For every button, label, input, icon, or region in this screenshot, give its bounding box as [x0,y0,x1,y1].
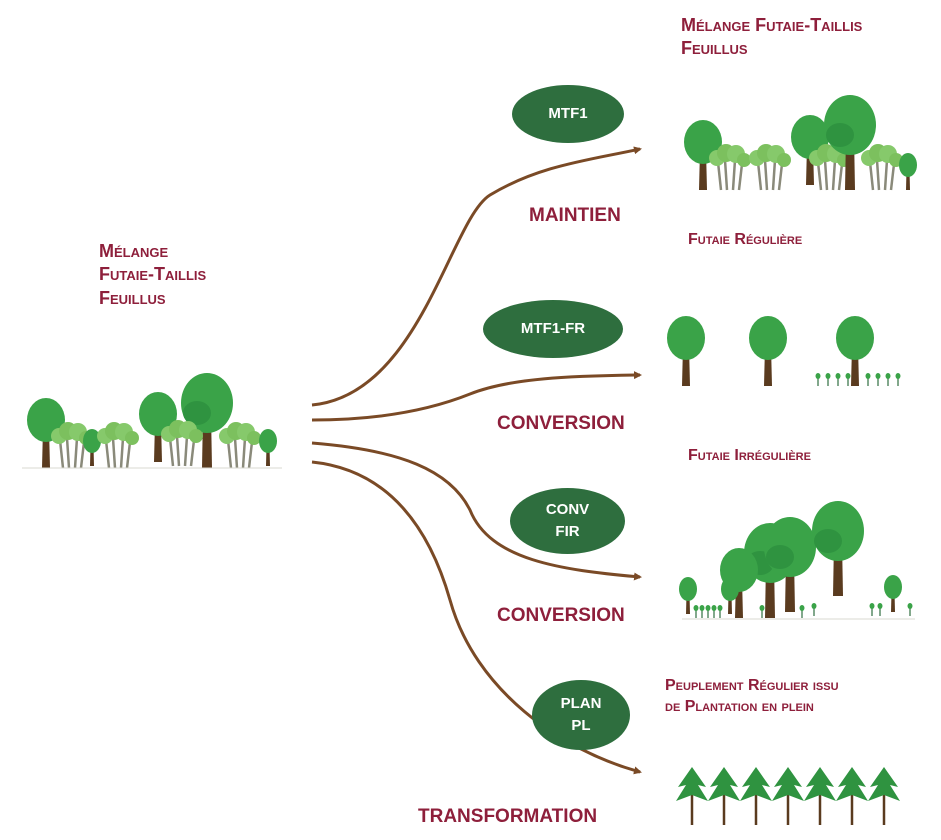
code-pill-mtf1-fr: MTF1-FR [483,300,623,358]
target-label-plantation: Peuplement Régulier issu de Plantation e… [665,676,839,718]
arrow-conversion-fir-icon [311,441,642,581]
target-plantation-trees-icon [674,765,902,827]
target-regular-trees-icon [667,316,902,387]
source-stand-label: Mélange Futaie-Taillis Feuillus [99,240,206,310]
code-pill-text-line-1: PLAN [560,695,602,713]
source-stand-trees-icon [22,373,282,470]
target-label-irregular: Futaie Irrégulière [688,446,811,467]
code-pill-text-line-2: FIR [555,523,580,540]
target-label-line-1: Futaie Régulière [688,231,803,248]
target-label-line-2: Feuillus [681,38,748,59]
code-pill-text-line-2: PL [571,717,591,734]
target-label-line-1: Peuplement Régulier issu [665,677,839,694]
arrow-maintien-icon [311,146,642,407]
source-stand-line-2: Futaie-Taillis [99,264,207,285]
source-stand-line-1: Mélange [99,241,169,261]
target-label-mixed: Mélange Futaie-Taillis Feuillus [681,14,862,61]
action-label-transformation: TRANSFORMATION [418,806,598,827]
target-label-regular: Futaie Régulière [688,230,802,251]
action-label-maintien: MAINTIEN [529,205,621,226]
code-pill-text: MTF1-FR [520,320,586,338]
target-label-line-2: de Plantation en plein [665,697,814,715]
target-irregular-trees-icon [679,501,915,620]
code-pill-conv-fir: CONV FIR [510,488,625,554]
source-stand-line-3: Feuillus [99,287,166,308]
code-pill-text-line-1: CONV [545,501,590,519]
target-label-line-1: Futaie Irrégulière [688,447,811,464]
arrow-group [311,146,642,775]
target-label-line-1: Mélange Futaie-Taillis [681,15,863,35]
code-pill-plan-pl: PLAN PL [532,680,630,750]
action-label-conversion-fir: CONVERSION [497,605,625,626]
target-mixed-trees-icon [684,95,917,192]
code-pill-mtf1: MTF1 [512,85,624,143]
action-label-conversion-fr: CONVERSION [497,413,625,434]
arrow-conversion-fr-icon [311,371,642,422]
code-pill-text: MTF1 [548,105,588,123]
